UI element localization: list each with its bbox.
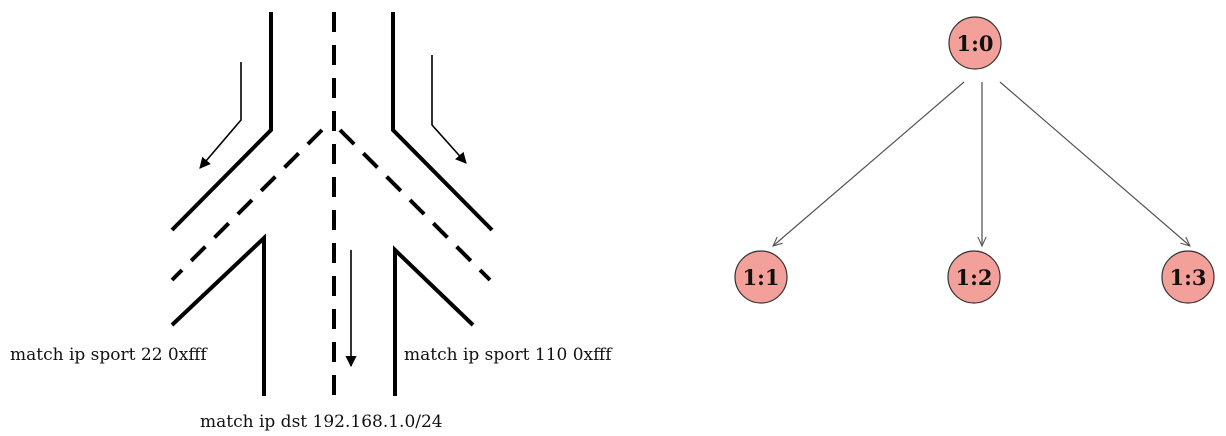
- node-child: 1:3: [1161, 250, 1215, 304]
- road-left-lower-wall: [170, 233, 266, 396]
- road-right-upper-wall: [391, 12, 494, 232]
- road-center-dash-left: [170, 128, 324, 282]
- node-child-label: 1:3: [1170, 265, 1207, 290]
- arrow-left-branch: [199, 62, 242, 169]
- node-child-label: 1:2: [956, 265, 993, 290]
- road-center-dash-right: [338, 128, 492, 282]
- label-left-filter: match ip sport 22 0xfff: [10, 345, 208, 365]
- edge-root-to-1-1: [773, 81, 965, 246]
- filter-road-diagram: match ip sport 22 0xfff match ip sport 1…: [10, 12, 613, 432]
- class-tree: 1:0 1:1 1:2 1:3: [734, 16, 1215, 304]
- label-right-filter: match ip sport 110 0xfff: [404, 345, 613, 365]
- edge-root-to-1-3: [999, 81, 1190, 246]
- node-child-label: 1:1: [743, 265, 780, 290]
- road-right-lower-wall: [393, 245, 475, 396]
- node-child: 1:1: [734, 250, 788, 304]
- node-child-circle: [947, 250, 1001, 304]
- arrow-right-branch: [431, 55, 467, 164]
- node-root: 1:0: [948, 16, 1002, 70]
- node-child: 1:2: [947, 250, 1001, 304]
- label-bottom-filter: match ip dst 192.168.1.0/24: [200, 412, 443, 432]
- node-child-circle: [734, 250, 788, 304]
- node-root-circle: [948, 16, 1002, 70]
- road-left-upper-wall: [170, 12, 273, 232]
- node-root-label: 1:0: [957, 31, 994, 56]
- node-child-circle: [1161, 250, 1215, 304]
